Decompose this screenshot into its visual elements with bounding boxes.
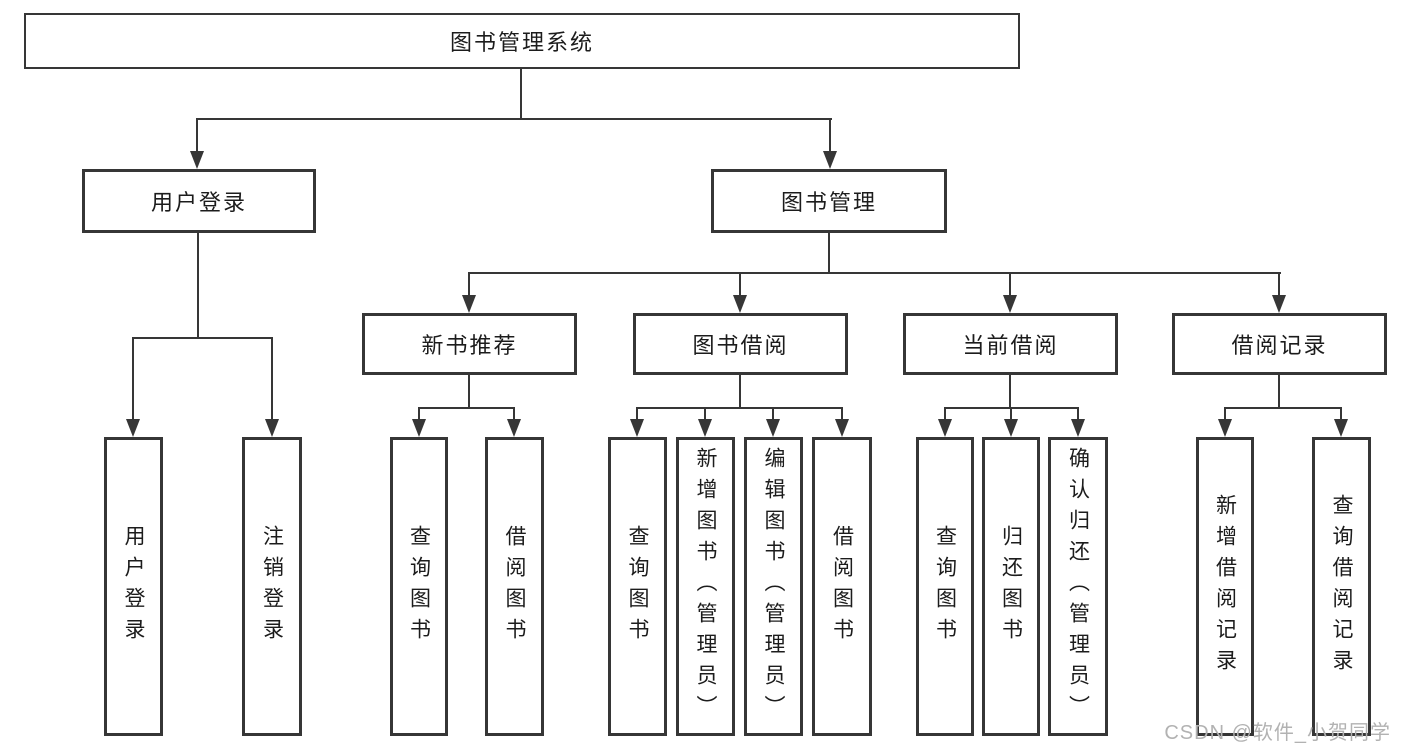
connector-leaf-stem xyxy=(944,407,946,421)
leaf-confirm-return-admin: 确认归还（管理员） xyxy=(1048,437,1108,736)
arrow-down-icon xyxy=(698,419,712,437)
connector-leaf-stem xyxy=(636,407,638,421)
connector-leaf-stem xyxy=(772,407,774,421)
arrow-down-icon xyxy=(190,151,204,169)
connector-group-stem xyxy=(1009,375,1011,407)
leaf-add-borrow-record: 新增借阅记录 xyxy=(1196,437,1254,736)
leaf-user-login: 用户登录 xyxy=(104,437,163,736)
node-borrow-record: 借阅记录 xyxy=(1172,313,1387,375)
csdn-watermark: CSDN @软件_小贺同学 xyxy=(1164,722,1391,744)
connector-level3-stem xyxy=(739,272,741,297)
leaf-label: 编辑图书（管理员） xyxy=(762,447,785,726)
leaf-logout: 注销登录 xyxy=(242,437,302,736)
arrow-down-icon xyxy=(507,419,521,437)
connector-leaf-stem xyxy=(513,407,515,421)
leaf-label: 查询借阅记录 xyxy=(1330,493,1353,680)
node-book-borrow: 图书借阅 xyxy=(633,313,848,375)
connector-userlogin-down xyxy=(197,233,199,337)
connector-level3-stem xyxy=(1278,272,1280,297)
connector-group-hline xyxy=(636,407,843,409)
connector-group-hline xyxy=(418,407,515,409)
arrow-down-icon xyxy=(1071,419,1085,437)
arrow-down-icon xyxy=(265,419,279,437)
arrow-down-icon xyxy=(1218,419,1232,437)
leaf-add-books-admin: 新增图书（管理员） xyxy=(676,437,735,736)
arrow-down-icon xyxy=(462,295,476,313)
arrow-down-icon xyxy=(412,419,426,437)
node-book-management: 图书管理 xyxy=(711,169,947,233)
arrow-down-icon xyxy=(1004,419,1018,437)
arrow-down-icon xyxy=(823,151,837,169)
connector-root-stem xyxy=(520,69,522,118)
leaf-return-books: 归还图书 xyxy=(982,437,1040,736)
connector-leaf-stem xyxy=(1010,407,1012,421)
arrow-down-icon xyxy=(733,295,747,313)
leaf-query-books: 查询图书 xyxy=(916,437,974,736)
connector-bookmgmt-stem xyxy=(829,118,831,153)
connector-leaf-stem xyxy=(1224,407,1226,421)
arrow-down-icon xyxy=(835,419,849,437)
leaf-edit-books-admin: 编辑图书（管理员） xyxy=(744,437,803,736)
leaf-label: 借阅图书 xyxy=(830,524,854,649)
leaf-label: 新增图书（管理员） xyxy=(694,447,717,726)
connector-group-stem xyxy=(739,375,741,407)
connector-level3-stem xyxy=(1009,272,1011,297)
node-current-borrow: 当前借阅 xyxy=(903,313,1118,375)
arrow-down-icon xyxy=(630,419,644,437)
arrow-down-icon xyxy=(766,419,780,437)
leaf-query-borrow-record: 查询借阅记录 xyxy=(1312,437,1371,736)
arrow-down-icon xyxy=(1272,295,1286,313)
connector-leaf-stem xyxy=(418,407,420,421)
leaf-query-books: 查询图书 xyxy=(608,437,667,736)
connector-leaf-stem xyxy=(271,337,273,421)
leaf-label: 查询图书 xyxy=(407,524,431,649)
connector-level3-stem xyxy=(468,272,470,297)
connector-group-stem xyxy=(468,375,470,407)
leaf-label: 用户登录 xyxy=(122,524,145,649)
leaf-label: 新增借阅记录 xyxy=(1213,493,1237,680)
connector-leaf-stem xyxy=(704,407,706,421)
arrow-down-icon xyxy=(938,419,952,437)
leaf-label: 注销登录 xyxy=(260,524,284,649)
connector-userlogin-stem xyxy=(196,118,198,153)
leaf-label: 查询图书 xyxy=(626,524,649,649)
leaf-label: 查询图书 xyxy=(933,524,957,649)
connector-bookmgmt-hline xyxy=(468,272,1281,274)
leaf-query-books: 查询图书 xyxy=(390,437,448,736)
connector-root-hline xyxy=(196,118,832,120)
node-user-login: 用户登录 xyxy=(82,169,316,233)
connector-leaf-stem xyxy=(1340,407,1342,421)
connector-group-hline xyxy=(1224,407,1342,409)
leaf-borrow-books: 借阅图书 xyxy=(485,437,544,736)
leaf-label: 借阅图书 xyxy=(503,524,526,649)
node-root-system: 图书管理系统 xyxy=(24,13,1020,69)
arrow-down-icon xyxy=(126,419,140,437)
connector-group-stem xyxy=(1278,375,1280,407)
arrow-down-icon xyxy=(1003,295,1017,313)
connector-bookmgmt-down xyxy=(828,233,830,272)
arrow-down-icon xyxy=(1334,419,1348,437)
leaf-label: 确认归还（管理员） xyxy=(1066,447,1090,726)
connector-userlogin-hline xyxy=(132,337,273,339)
leaf-borrow-books: 借阅图书 xyxy=(812,437,872,736)
leaf-label: 归还图书 xyxy=(999,524,1023,649)
node-new-book-recommend: 新书推荐 xyxy=(362,313,577,375)
connector-leaf-stem xyxy=(132,337,134,421)
connector-leaf-stem xyxy=(1077,407,1079,421)
connector-leaf-stem xyxy=(841,407,843,421)
